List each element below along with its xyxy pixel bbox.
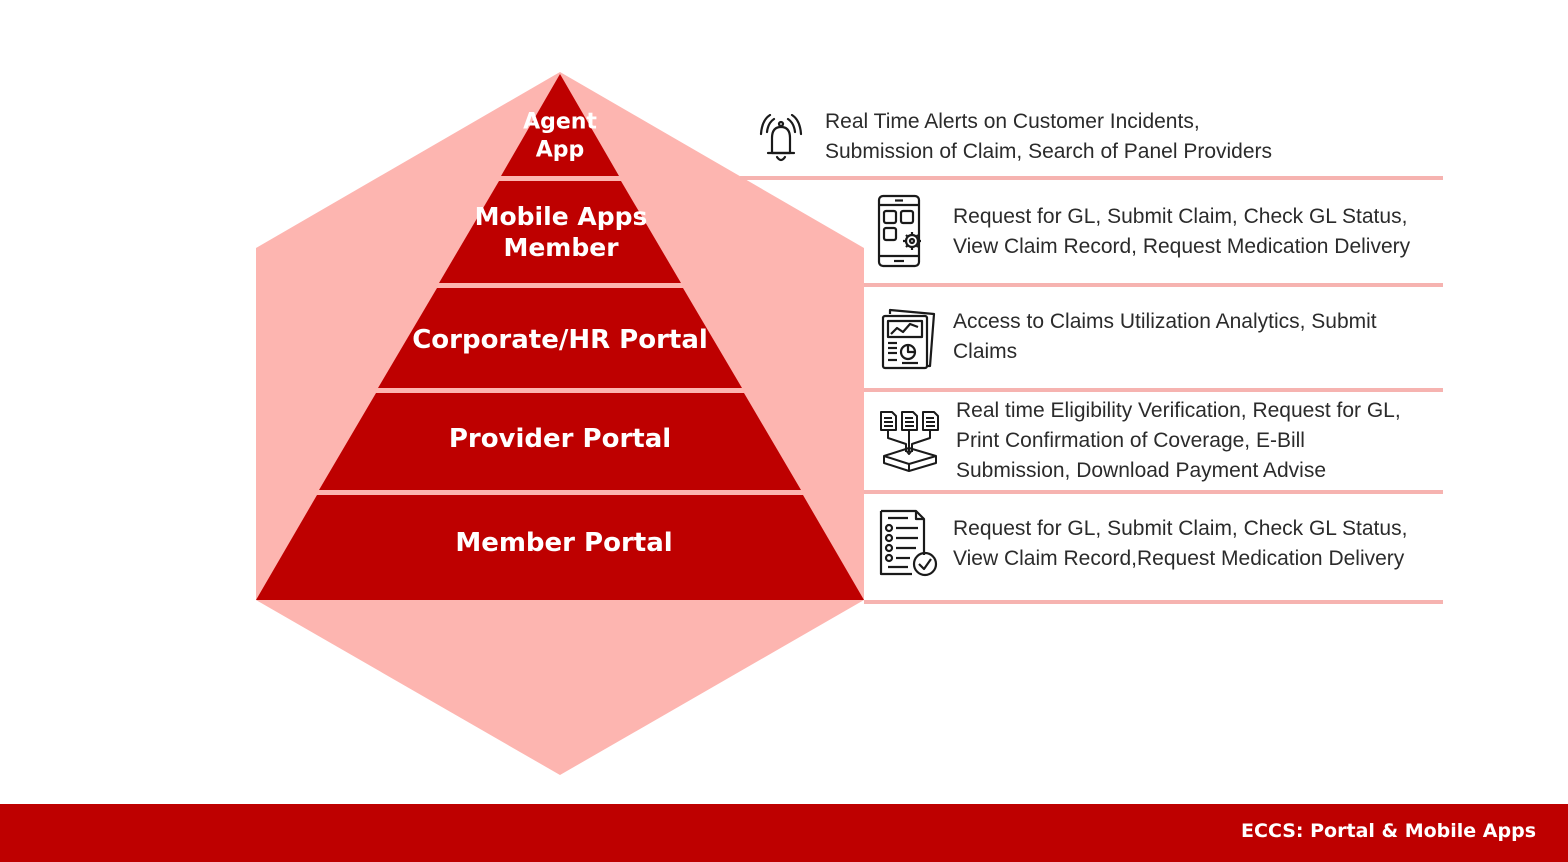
pyramid-tier-provider-portal <box>319 393 801 490</box>
tier-description-mobile-apps: Request for GL, Submit Claim, Check GL S… <box>953 205 1411 258</box>
pyramid-tier-corporate-portal <box>378 288 742 388</box>
alarm-bell-icon <box>759 114 803 162</box>
tier-label-mobile-apps: Mobile Apps Member <box>474 201 648 262</box>
tier-description-agent-app: Real Time Alerts on Customer Incidents, … <box>825 110 1273 163</box>
document-transfer-icon <box>880 411 939 472</box>
footer-title: ECCS: Portal & Mobile Apps <box>1241 820 1536 842</box>
row-divider <box>864 388 1443 392</box>
pyramid-tier-agent-app <box>501 74 619 176</box>
tier-description-member-portal: Request for GL, Submit Claim, Check GL S… <box>953 517 1408 570</box>
tier-description-provider-portal: Real time Eligibility Verification, Requ… <box>956 399 1401 482</box>
pyramid-tier-mobile-apps <box>439 181 681 283</box>
tier-description-corporate-portal: Access to Claims Utilization Analytics, … <box>953 310 1377 363</box>
checklist-document-icon <box>879 509 938 577</box>
row-divider <box>864 600 1443 604</box>
analytics-report-icon <box>881 308 936 370</box>
row-divider <box>740 176 1443 180</box>
tier-label-member-portal: Member Portal <box>455 527 673 558</box>
pyramid-tier-member-portal <box>256 495 864 600</box>
footer-bar: ECCS: Portal & Mobile Apps <box>0 804 1568 862</box>
row-divider <box>864 490 1443 494</box>
tier-label-agent-app: Agent App <box>523 109 597 163</box>
row-divider <box>864 283 1443 287</box>
tier-label-corporate-portal: Corporate/HR Portal <box>412 324 708 355</box>
tier-label-provider-portal: Provider Portal <box>448 423 672 454</box>
mobile-app-settings-icon <box>877 194 921 268</box>
